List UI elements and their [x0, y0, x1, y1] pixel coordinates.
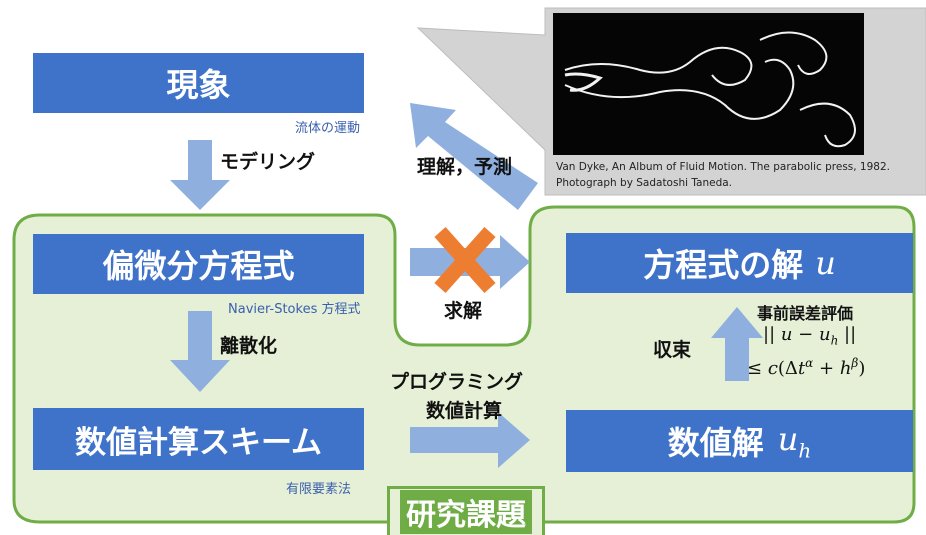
label-programming: プログラミング	[390, 371, 524, 393]
programming-arrow	[410, 412, 530, 468]
label-discretize: 離散化	[220, 335, 278, 357]
label-understand: 理解，予測	[417, 156, 513, 178]
research-label: 研究課題	[400, 490, 532, 534]
node-numerical: 数値解 uh	[566, 410, 913, 472]
error-bound: ≤ c(Δtα + hβ)	[747, 356, 866, 379]
photo-caption-2: Photograph by Sadatoshi Taneda.	[556, 177, 733, 189]
node-pde: 偏微分方程式	[33, 234, 364, 294]
discretize-arrow	[170, 311, 230, 392]
node-pde-label: 偏微分方程式	[102, 247, 295, 285]
cross-icon	[434, 227, 496, 293]
modeling-arrow	[170, 140, 230, 210]
sublabel-pde: Navier-Stokes 方程式	[228, 302, 361, 317]
node-solution: 方程式の解 u	[566, 233, 913, 293]
label-computation: 数値計算	[426, 400, 503, 422]
understand-arrow	[410, 103, 538, 210]
node-solution-label: 方程式の解	[643, 246, 804, 284]
node-scheme-label: 数値計算スキーム	[74, 424, 323, 461]
node-phenomenon: 現象	[33, 53, 364, 113]
node-numerical-var-main: u	[777, 419, 799, 458]
label-modeling: モデリング	[220, 151, 316, 173]
photo-caption-1: Van Dyke, An Album of Fluid Motion. The …	[556, 161, 890, 173]
node-numerical-label: 数値解	[667, 424, 764, 462]
node-scheme: 数値計算スキーム	[33, 408, 364, 470]
node-phenomenon-label: 現象	[166, 66, 231, 104]
error-norm: || u − uh ||	[763, 324, 857, 348]
vortex-streaks	[564, 31, 856, 148]
node-numerical-var: uh	[778, 420, 812, 462]
label-convergence: 収束	[653, 339, 692, 361]
sublabel-phenomenon: 流体の運動	[295, 121, 361, 136]
research-tab: 研究課題	[387, 486, 545, 535]
vortex-photo	[553, 13, 864, 155]
sublabel-scheme: 有限要素法	[286, 482, 352, 497]
convergence-arrow	[711, 307, 763, 381]
label-a-priori: 事前誤差評価	[757, 304, 854, 323]
node-solution-var: u	[815, 244, 836, 282]
node-numerical-var-sub: h	[798, 438, 812, 463]
label-solve: 求解	[444, 300, 483, 322]
